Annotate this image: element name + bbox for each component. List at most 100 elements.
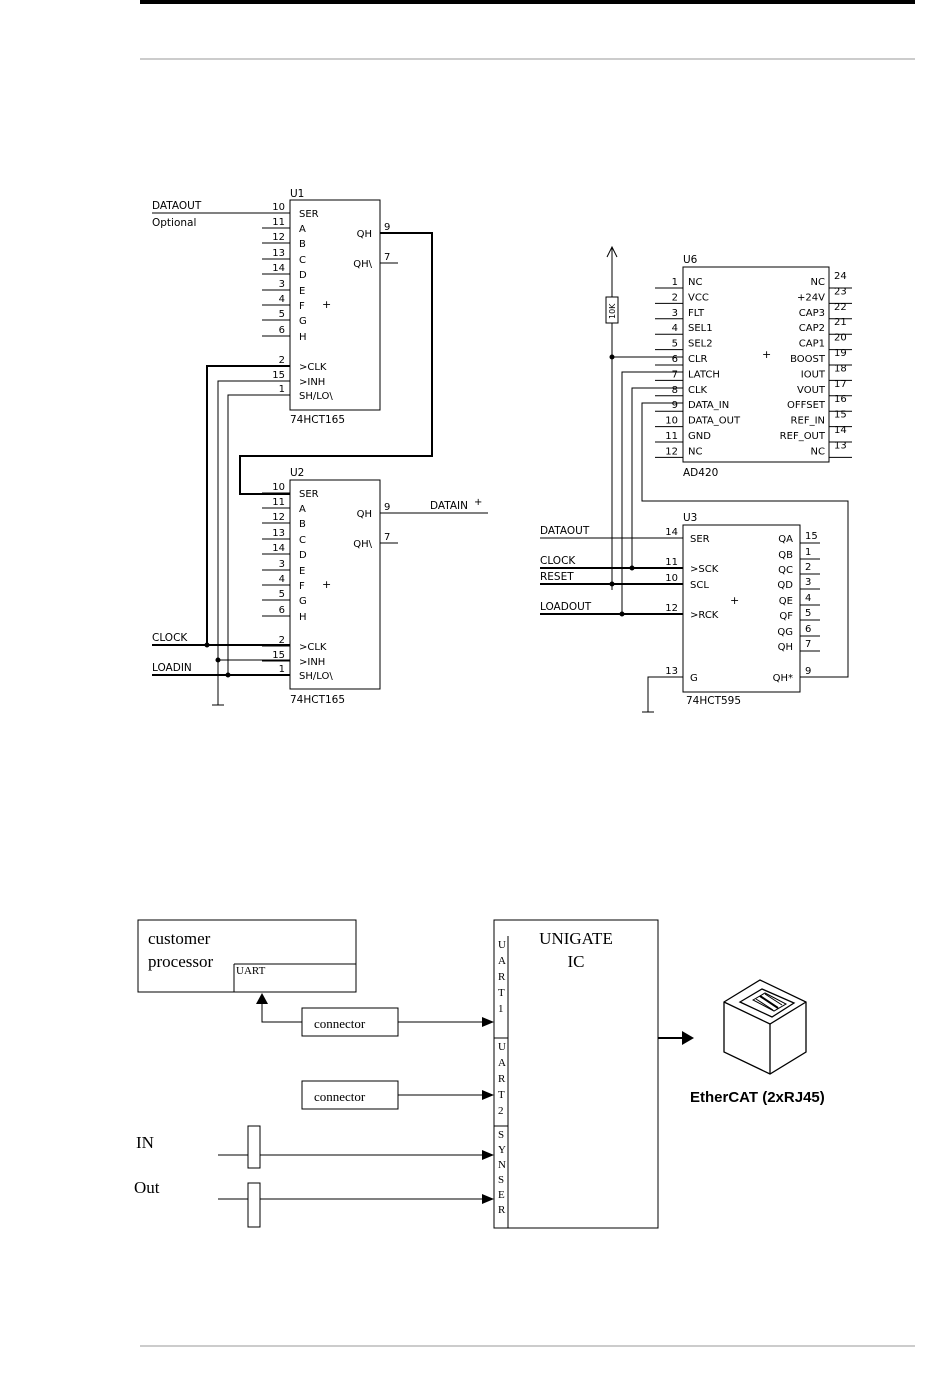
connector-2-arrowhead	[482, 1090, 494, 1100]
u6-right-pin-num: 13	[834, 440, 847, 451]
u6-left-pin-num: 12	[665, 446, 678, 457]
u3-left-pin-num: 12	[665, 603, 678, 614]
u6-left-pin-name: LATCH	[688, 369, 720, 380]
uart1-letter: 1	[498, 1003, 504, 1015]
u3-right-pin-name: QD	[777, 580, 793, 591]
u6-right-pin-name: CAP3	[799, 308, 825, 319]
datain-loop	[641, 402, 849, 678]
u6-right-pin-name: OFFSET	[787, 400, 826, 411]
block-diagram: customer processor UART connector connec…	[134, 919, 825, 1229]
u6-left-pin-name: DATA_IN	[688, 400, 729, 411]
resistor-label: 10K	[608, 303, 617, 319]
in-connector	[247, 1125, 261, 1169]
connector-1-label: connector	[314, 1016, 366, 1031]
u3-right-pin-name: QA	[778, 534, 793, 545]
clock-junction	[204, 642, 210, 648]
u1-pin-name: H	[299, 332, 307, 343]
datain-plus: +	[474, 497, 482, 508]
u1-ref: U1	[290, 188, 304, 200]
r-clock-label: CLOCK	[540, 555, 576, 567]
u1-pin-num: 14	[272, 263, 285, 274]
u3-right-pin-name: QG	[777, 627, 793, 638]
clk-wire	[631, 387, 683, 568]
u6-left-pin-num: 5	[672, 339, 678, 350]
u2-pin-name: H	[299, 612, 307, 623]
u2-pin-name: F	[299, 581, 305, 592]
u6-right-pin-name: CAP2	[799, 323, 825, 334]
pullup-arrow	[606, 245, 618, 258]
cascade-wire	[239, 232, 433, 495]
in-arrowhead	[482, 1150, 494, 1160]
load-bus	[227, 394, 290, 675]
r-reset-label: RESET	[540, 571, 574, 583]
u6-left-pin-num: 4	[672, 323, 678, 334]
u3-left-pin-name: SCL	[690, 580, 709, 591]
u2-part: 74HCT165	[290, 694, 345, 706]
uart2-letter: 2	[498, 1105, 504, 1117]
u2-out-pin-num: 7	[384, 532, 390, 543]
u3-right-pin-name: QC	[778, 565, 793, 576]
u6-right-pin-name: IOUT	[801, 369, 826, 380]
u6-right-pin-num: 14	[834, 425, 847, 436]
u6-ref: U6	[683, 254, 698, 266]
uart-arrowhead	[256, 993, 268, 1004]
u2-pin-num: 13	[272, 528, 285, 539]
u2-pin-num: 5	[279, 589, 285, 600]
u1-pin-name: A	[299, 224, 306, 235]
connector-1-arrowhead	[482, 1017, 494, 1027]
r-dataout-label: DATAOUT	[540, 525, 590, 537]
datain-label: DATAIN	[430, 500, 468, 512]
u3-left-pin-num: 10	[665, 573, 678, 584]
u6-right-pin-name: NC	[811, 446, 825, 457]
u6-left-pin-num: 9	[672, 400, 678, 411]
u3-left-pin-name: SER	[690, 534, 710, 545]
out-label: Out	[134, 1178, 160, 1197]
u2-out-pin-name: QH	[357, 509, 372, 520]
synser-letter: S	[498, 1174, 504, 1186]
u6-right-pin-num: 22	[834, 302, 847, 313]
u1-pin-num: 15	[272, 370, 285, 381]
u6-right-pin-num: 17	[834, 379, 847, 390]
reset-junction	[609, 581, 615, 587]
u1-pin-num: 6	[279, 325, 285, 336]
u2-out-pin-name: QH\	[353, 539, 372, 550]
u2-pin-name: B	[299, 519, 306, 530]
optional-label: Optional	[152, 217, 196, 229]
u6-part: AD420	[683, 467, 718, 479]
u6-right-pin-name: NC	[811, 277, 825, 288]
unigate-label: UNIGATE	[539, 929, 613, 948]
u1-plus: +	[322, 298, 331, 311]
uart2-letter: U	[498, 1041, 506, 1053]
u6-right-pin-num: 18	[834, 363, 847, 374]
u3-left-pin-num: 14	[665, 527, 678, 538]
u6-left-pin-name: CLR	[688, 354, 708, 365]
u2-pin-num: 1	[279, 664, 285, 675]
u2-pin-num: 3	[279, 559, 285, 570]
u6-right-pin-num: 24	[834, 271, 847, 282]
rj45-icon	[723, 979, 807, 1075]
u6-right-pin-name: CAP1	[799, 339, 825, 350]
u2-pin-num: 15	[272, 650, 285, 661]
clock-label: CLOCK	[152, 632, 188, 644]
u2-pin-name: SH/LO\	[299, 671, 333, 682]
u6-right-pin-num: 20	[834, 333, 847, 344]
u6-left-pin-num: 11	[665, 431, 678, 442]
u2-pin-name: G	[299, 596, 307, 607]
u3-right-pin-num: 5	[805, 608, 811, 619]
header-bar	[140, 0, 915, 4]
u1-pin-name: SER	[299, 209, 319, 220]
ethercat-arrowhead	[682, 1031, 694, 1045]
u1-pin-num: 11	[272, 217, 285, 228]
customer-label: customer	[148, 929, 211, 948]
u3-right-pin-num: 2	[805, 562, 811, 573]
u1-pin-name: >INH	[299, 377, 325, 388]
u2-pin-num: 11	[272, 497, 285, 508]
u1-pin-name: G	[299, 316, 307, 327]
u3-right-pin-name: QB	[778, 550, 793, 561]
u1-out-pin-num: 9	[384, 222, 390, 233]
synser-letter: Y	[498, 1144, 506, 1156]
u1-pin-name: B	[299, 239, 306, 250]
uart2-letter: A	[498, 1057, 506, 1069]
u6-right-pin-name: BOOST	[790, 354, 826, 365]
connector-1-up-wire	[261, 999, 302, 1023]
